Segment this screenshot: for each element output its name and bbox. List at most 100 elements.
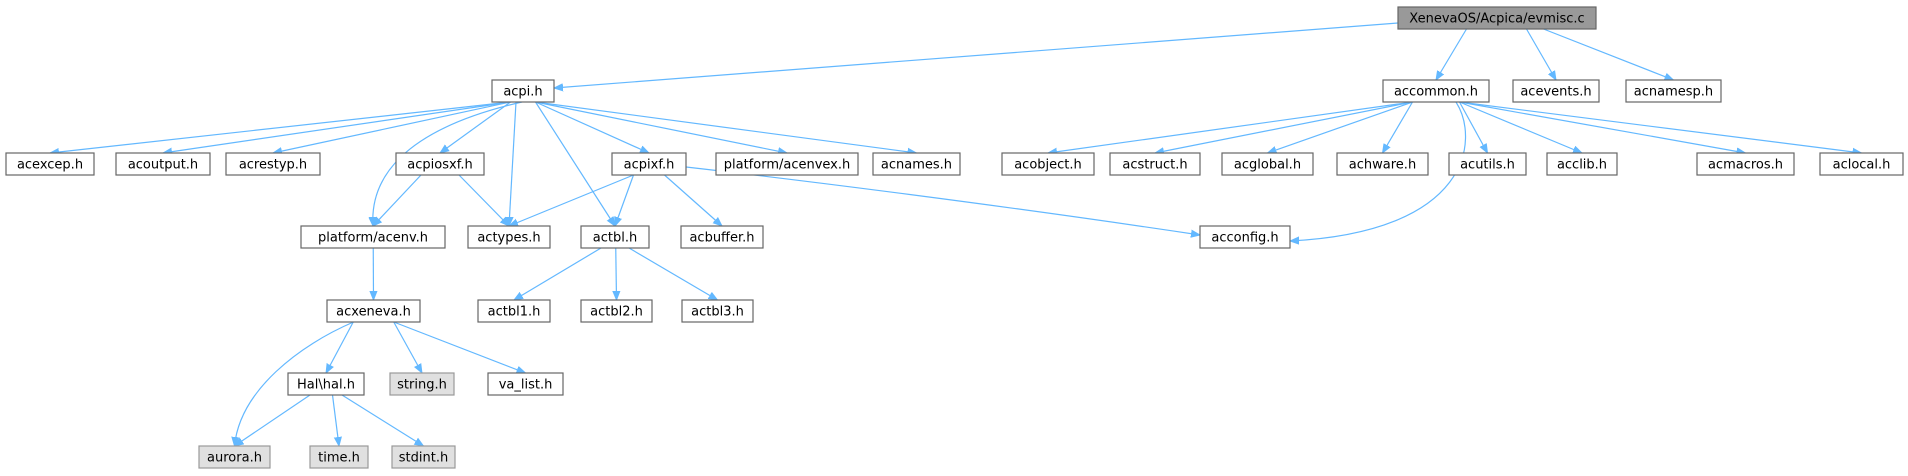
node-label: acutils.h (1460, 158, 1515, 173)
node-label: accommon.h (1394, 85, 1478, 100)
node-achware[interactable]: achware.h (1336, 152, 1429, 176)
node-box[interactable] (1397, 6, 1597, 30)
node-box[interactable] (1001, 152, 1095, 176)
edge-acpi-to-actbl (534, 101, 616, 226)
node-acoutput[interactable]: acoutput.h (115, 152, 211, 176)
node-box[interactable] (477, 299, 551, 323)
node-acenvex[interactable]: platform/acenvex.h (715, 152, 859, 176)
node-label: acconfig.h (1211, 231, 1278, 246)
node-box[interactable] (1625, 79, 1722, 103)
node-box[interactable] (309, 445, 369, 469)
node-box[interactable] (580, 299, 653, 323)
node-label: XenevaOS/Acpica/evmisc.c (1409, 12, 1584, 27)
node-box[interactable] (1512, 79, 1600, 103)
node-label: acglobal.h (1234, 158, 1301, 173)
node-box[interactable] (487, 372, 564, 396)
node-acstruct[interactable]: acstruct.h (1109, 152, 1201, 176)
edge-acpi-to-acexcep (50, 101, 511, 153)
node-acobject[interactable]: acobject.h (1001, 152, 1095, 176)
node-acmacros[interactable]: acmacros.h (1696, 152, 1795, 176)
node-box[interactable] (681, 299, 754, 323)
node-acutils[interactable]: acutils.h (1448, 152, 1527, 176)
node-label: acnames.h (881, 158, 952, 173)
node-box[interactable] (389, 372, 455, 396)
node-box[interactable] (198, 445, 271, 469)
node-aclocal[interactable]: aclocal.h (1819, 152, 1904, 176)
node-box[interactable] (611, 152, 687, 176)
node-box[interactable] (680, 225, 764, 249)
node-acnames[interactable]: acnames.h (872, 152, 961, 176)
node-stringh[interactable]: string.h (389, 372, 455, 396)
node-evmisc[interactable]: XenevaOS/Acpica/evmisc.c (1397, 6, 1597, 30)
node-box[interactable] (287, 372, 365, 396)
node-label: acclib.h (1557, 158, 1607, 173)
node-actbl3[interactable]: actbl3.h (681, 299, 754, 323)
node-box[interactable] (391, 445, 456, 469)
edge-accommon-to-aclocal (1459, 101, 1862, 153)
node-acclib[interactable]: acclib.h (1546, 152, 1618, 176)
node-box[interactable] (1109, 152, 1201, 176)
node-acpiosxf[interactable]: acpiosxf.h (395, 152, 485, 176)
node-box[interactable] (715, 152, 859, 176)
node-actbl[interactable]: actbl.h (580, 225, 650, 249)
node-label: acbuffer.h (689, 231, 754, 246)
node-accommon[interactable]: accommon.h (1382, 79, 1490, 103)
node-box[interactable] (1382, 79, 1490, 103)
node-valist[interactable]: va_list.h (487, 372, 564, 396)
node-acpi[interactable]: acpi.h (491, 79, 555, 103)
node-acpixf[interactable]: acpixf.h (611, 152, 687, 176)
edge-acxeneva-to-valist (393, 321, 526, 373)
node-label: actypes.h (477, 231, 540, 246)
node-label: acobject.h (1014, 158, 1082, 173)
node-timeh[interactable]: time.h (309, 445, 369, 469)
edge-actbl-to-actbl1 (514, 247, 602, 300)
node-label: acexcep.h (17, 158, 83, 173)
node-box[interactable] (1546, 152, 1618, 176)
edge-evmisc-to-acpi (554, 22, 1399, 88)
edge-accommon-to-acconfig (1290, 101, 1467, 241)
node-acglobal[interactable]: acglobal.h (1221, 152, 1314, 176)
node-box[interactable] (5, 152, 95, 176)
node-box[interactable] (395, 152, 485, 176)
node-actbl1[interactable]: actbl1.h (477, 299, 551, 323)
node-box[interactable] (872, 152, 961, 176)
edge-halh-to-aurora (235, 394, 311, 446)
node-stdint[interactable]: stdint.h (391, 445, 456, 469)
node-box[interactable] (300, 225, 446, 249)
edge-acpi-to-acrestyp (273, 101, 511, 153)
node-box[interactable] (225, 152, 321, 176)
edge-acxeneva-to-aurora (235, 321, 354, 446)
node-acevents[interactable]: acevents.h (1512, 79, 1600, 103)
node-label: Hal\hal.h (297, 378, 355, 393)
node-label: acxeneva.h (336, 305, 411, 320)
node-box[interactable] (1221, 152, 1314, 176)
edge-acpi-to-acenvex (535, 101, 788, 153)
node-acbuffer[interactable]: acbuffer.h (680, 225, 764, 249)
edge-acpiosxf-to-actypes (458, 174, 509, 226)
node-acrestyp[interactable]: acrestyp.h (225, 152, 321, 176)
node-box[interactable] (1696, 152, 1795, 176)
node-box[interactable] (326, 299, 421, 323)
edge-halh-to-stdint (341, 394, 424, 446)
node-acconfig[interactable]: acconfig.h (1199, 225, 1291, 249)
node-acexcep[interactable]: acexcep.h (5, 152, 95, 176)
node-acnamesp[interactable]: acnamesp.h (1625, 79, 1722, 103)
node-box[interactable] (115, 152, 211, 176)
node-actbl2[interactable]: actbl2.h (580, 299, 653, 323)
node-box[interactable] (1819, 152, 1904, 176)
node-acenv[interactable]: platform/acenv.h (300, 225, 446, 249)
node-box[interactable] (491, 79, 555, 103)
edge-acpixf-to-actypes (509, 174, 634, 227)
edge-acxeneva-to-halh (326, 321, 354, 373)
node-aurora[interactable]: aurora.h (198, 445, 271, 469)
node-halh[interactable]: Hal\hal.h (287, 372, 365, 396)
node-box[interactable] (580, 225, 650, 249)
node-box[interactable] (1448, 152, 1527, 176)
node-actypes[interactable]: actypes.h (467, 225, 551, 249)
node-box[interactable] (467, 225, 551, 249)
edge-accommon-to-acclib (1459, 101, 1583, 154)
node-acxeneva[interactable]: acxeneva.h (326, 299, 421, 323)
node-box[interactable] (1336, 152, 1429, 176)
node-box[interactable] (1199, 225, 1291, 249)
node-label: actbl2.h (590, 305, 643, 320)
